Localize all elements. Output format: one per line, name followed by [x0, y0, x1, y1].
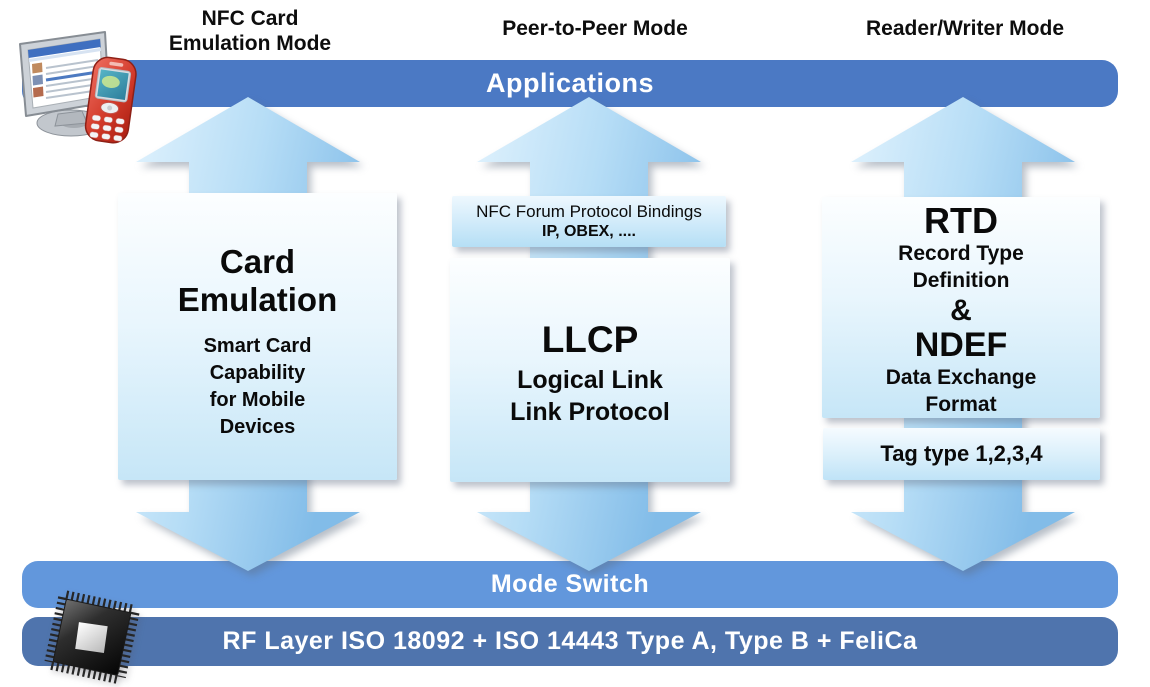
card-emulation-box: Card Emulation Smart Card Capability for… — [118, 193, 397, 480]
mode-label-line: Reader/Writer Mode — [866, 17, 1064, 40]
mode-switch-layer-bar: Mode Switch — [22, 561, 1118, 608]
card-emulation-description: Smart Card Capability for Mobile Devices — [118, 333, 397, 441]
chip-die — [75, 622, 108, 653]
card-emulation-title-line: Emulation — [177, 281, 338, 318]
card-emulation-desc-line: for Mobile — [209, 389, 306, 411]
mode-label-peer-to-peer: Peer-to-Peer Mode — [455, 16, 735, 41]
tag-type-box: Tag type 1,2,3,4 — [823, 428, 1100, 480]
ampersand: & — [950, 294, 972, 327]
card-emulation-desc-line: Devices — [219, 416, 296, 438]
mode-label-line: NFC Card — [201, 7, 299, 30]
mode-label-line: Emulation Mode — [168, 32, 332, 55]
mode-label-line: Peer-to-Peer Mode — [502, 17, 688, 40]
llcp-desc-line: Link Protocol — [510, 398, 670, 426]
chip-pins — [44, 590, 140, 684]
rtd-subtitle-line: Definition — [912, 269, 1010, 292]
card-emulation-desc-line: Capability — [209, 362, 306, 384]
llcp-box: LLCP Logical Link Link Protocol — [450, 258, 730, 482]
ndef-subtitle-line: Format — [925, 393, 997, 416]
card-emulation-desc-line: Smart Card — [203, 335, 312, 357]
llcp-desc-line: Logical Link — [517, 366, 663, 394]
card-emulation-title: Card Emulation — [118, 243, 397, 319]
llcp-title: LLCP — [541, 319, 639, 360]
card-emulation-title-line: Card — [219, 243, 296, 280]
rtd-ndef-box: RTD Record Type Definition & NDEF Data E… — [822, 197, 1100, 418]
chip-illustration — [44, 590, 140, 684]
ndef-title: NDEF — [914, 326, 1008, 364]
nfc-forum-protocol-bindings-box: NFC Forum Protocol Bindings IP, OBEX, ..… — [452, 196, 726, 247]
applications-layer-bar: Applications — [22, 60, 1118, 107]
monitor-phone-illustration — [19, 31, 137, 144]
mode-label-reader-writer: Reader/Writer Mode — [825, 16, 1105, 41]
mode-label-card-emulation: NFC Card Emulation Mode — [130, 6, 370, 56]
nfc-forum-bindings-title: NFC Forum Protocol Bindings — [476, 202, 702, 221]
mobile-phone — [84, 56, 137, 144]
nfc-forum-bindings-protocols: IP, OBEX, .... — [542, 223, 636, 240]
desktop-monitor — [19, 31, 110, 127]
ndef-subtitle-line: Data Exchange — [885, 366, 1037, 389]
rtd-subtitle-line: Record Type — [898, 242, 1024, 265]
rf-layer-bar: RF Layer ISO 18092 + ISO 14443 Type A, T… — [22, 617, 1118, 666]
rtd-title: RTD — [924, 200, 998, 241]
llcp-description: Logical Link Link Protocol — [450, 364, 730, 428]
